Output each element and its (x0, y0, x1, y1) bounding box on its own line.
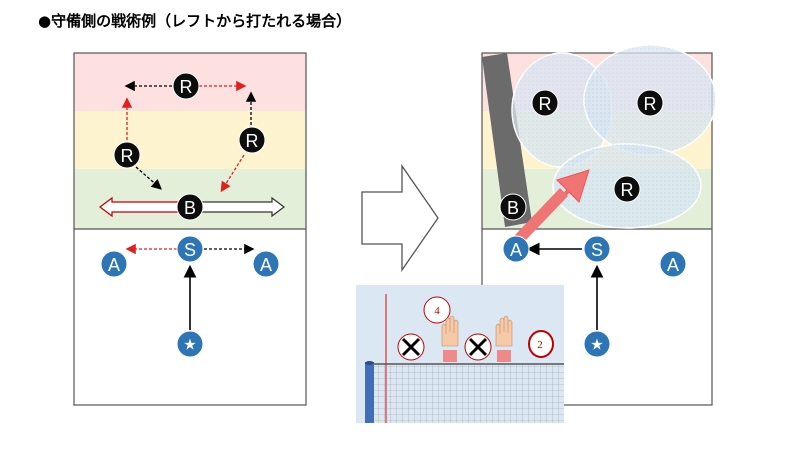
player-label: B (184, 198, 196, 218)
raised-hands-icon (441, 315, 459, 362)
raised-hands-icon (495, 315, 513, 362)
left-court: R R R B S A A ★ (73, 52, 307, 406)
player-marker (531, 89, 559, 117)
player-label: A (667, 255, 679, 275)
player-marker (583, 330, 611, 358)
player-marker (659, 250, 687, 278)
player-label: R (644, 94, 657, 114)
player-a-right: A (659, 250, 687, 278)
net-mesh (372, 364, 564, 423)
player-a-left: A (502, 235, 530, 263)
player-marker (176, 235, 204, 263)
player-star: ★ (583, 330, 611, 358)
player-a-left: A (100, 250, 128, 278)
player-label: A (260, 255, 272, 275)
player-label: R (246, 131, 259, 151)
right-court: R R R B A S A ★ (481, 44, 717, 406)
player-r2: R (636, 89, 664, 117)
player-star: ★ (176, 330, 204, 358)
player-marker (238, 126, 266, 154)
player-label: A (108, 255, 120, 275)
number-marker-2: 2 (528, 330, 554, 358)
player-s: S (583, 235, 611, 263)
player-marker (176, 330, 204, 358)
player-r1: R (531, 89, 559, 117)
player-label: B (507, 198, 519, 218)
player-label: R (180, 77, 193, 97)
svg-text:4: 4 (434, 305, 440, 317)
player-label: S (591, 240, 603, 260)
svg-text:2: 2 (537, 339, 543, 351)
player-label: A (510, 240, 522, 260)
player-marker (636, 89, 664, 117)
player-r-top: R (172, 72, 200, 100)
player-marker (172, 72, 200, 100)
block-shadow (482, 53, 532, 227)
net-post (365, 362, 374, 423)
player-r-right: R (238, 126, 266, 154)
number-marker-4: 4 (423, 296, 451, 324)
player-marker (499, 193, 527, 221)
net-inset: 4 2 (356, 285, 564, 423)
player-a-right: A (252, 250, 280, 278)
player-marker (583, 235, 611, 263)
player-marker (176, 193, 204, 221)
double-arrow (99, 196, 285, 218)
page-title: ●守備側の戦術例（レフトから打たれる場合） (38, 12, 352, 30)
player-label: R (539, 94, 552, 114)
player-s: S (176, 235, 204, 263)
x-mark-icon (464, 333, 492, 361)
player-label: ★ (590, 337, 603, 354)
x-mark-icon (397, 333, 425, 361)
player-marker (113, 141, 141, 169)
player-r3: R (613, 175, 641, 203)
player-label: R (121, 146, 134, 166)
player-label: R (621, 180, 634, 200)
player-marker (100, 250, 128, 278)
player-label: ★ (183, 337, 196, 354)
player-b: B (499, 193, 527, 221)
player-label: S (184, 240, 196, 260)
zone-mid (74, 111, 306, 169)
player-marker (252, 250, 280, 278)
player-b: B (176, 193, 204, 221)
player-marker (613, 175, 641, 203)
player-r-left: R (113, 141, 141, 169)
transition-arrow (361, 163, 439, 273)
player-marker (502, 235, 530, 263)
arrow-rright-down (220, 154, 245, 193)
arrow-rleft-b (135, 166, 162, 190)
